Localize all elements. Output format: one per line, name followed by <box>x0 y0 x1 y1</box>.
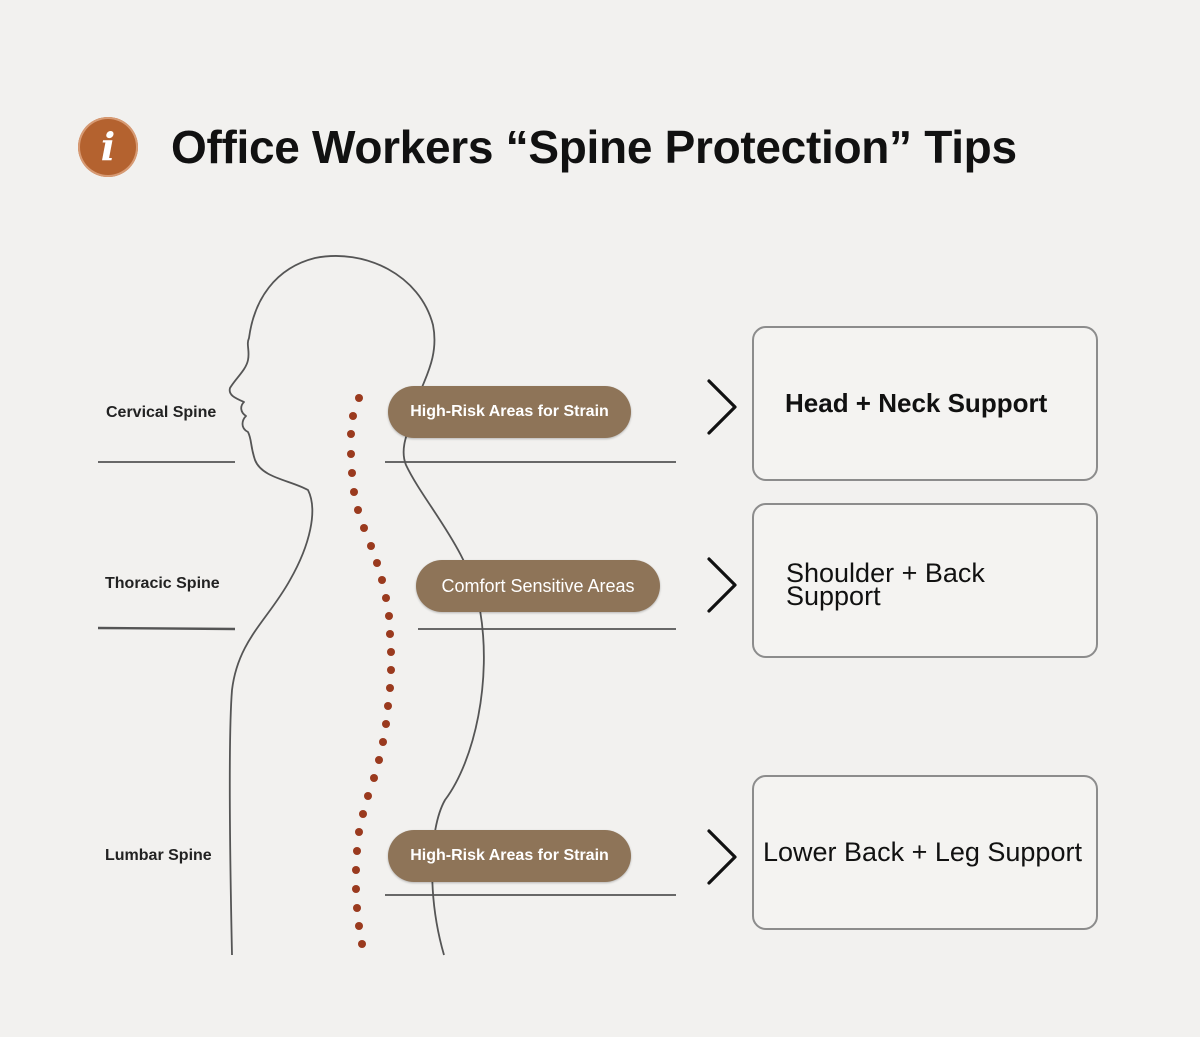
region-label-cervical: Cervical Spine <box>106 404 217 421</box>
region-label-lumbar: Lumbar Spine <box>105 847 212 864</box>
pill-thoracic: Comfort Sensitive Areas <box>416 560 660 612</box>
card-shoulder-back: Shoulder + Back Support <box>752 503 1098 658</box>
card-text: Lower Back + Leg Support <box>763 837 1082 867</box>
page-title: Office Workers “Spine Protection” Tips <box>171 121 1017 173</box>
card-text: Head + Neck Support <box>785 388 1048 418</box>
pill-lumbar: High-Risk Areas for Strain <box>388 830 631 882</box>
card-text-line2: Support <box>786 581 881 611</box>
card-text-line1: Shoulder + Back <box>786 558 985 588</box>
info-icon: i <box>78 117 138 177</box>
card-lower-back-leg: Lower Back + Leg Support <box>752 775 1098 930</box>
spine-dots <box>347 394 395 948</box>
region-label-thoracic: Thoracic Spine <box>105 575 220 592</box>
chevron-right-icon <box>707 557 737 613</box>
pill-cervical: High-Risk Areas for Strain <box>388 386 631 438</box>
title-row: i Office Workers “Spine Protection” Tips <box>78 117 1017 177</box>
chevron-right-icon <box>707 829 737 885</box>
chevron-right-icon <box>707 379 737 435</box>
separator-lines <box>97 461 676 896</box>
card-head-neck: Head + Neck Support <box>752 326 1098 481</box>
